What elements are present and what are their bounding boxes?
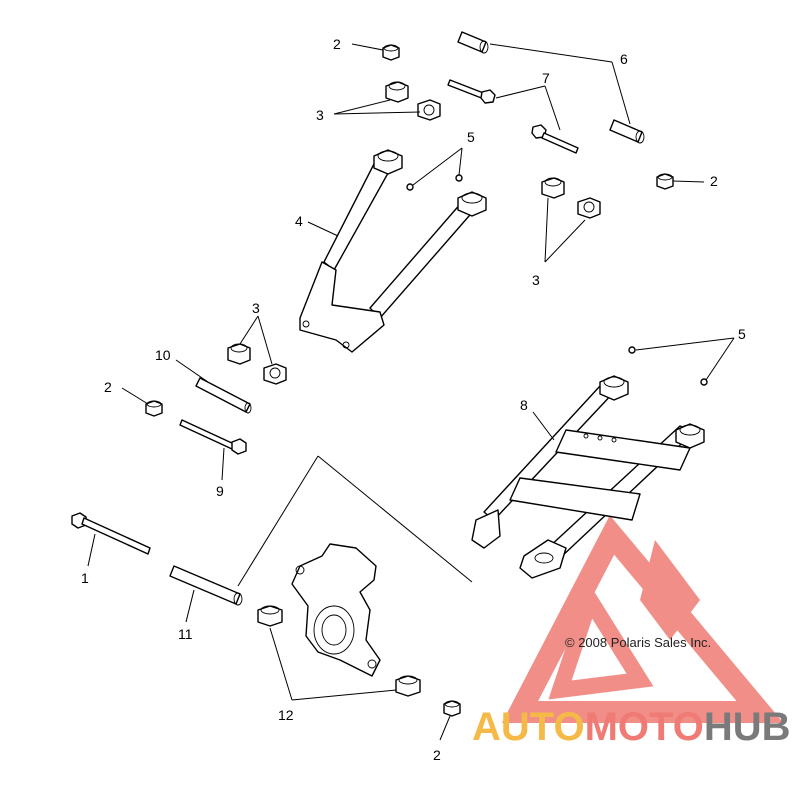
callout-9: 9 <box>216 483 224 499</box>
bolt-7-a <box>447 79 496 104</box>
nut-2-right <box>656 173 674 190</box>
bushing-12-b <box>395 675 421 697</box>
watermark-auto: AUTO <box>472 705 585 749</box>
bolt-7-b <box>531 124 579 154</box>
bolt-9 <box>179 419 247 455</box>
bolt-1 <box>71 512 151 555</box>
bushing-3-right-b <box>577 197 601 219</box>
bushing-3-top-b <box>417 99 441 121</box>
callout-4: 4 <box>295 213 303 229</box>
callout-11: 11 <box>178 626 193 642</box>
nut-2-bottom <box>443 700 461 717</box>
bearing-carrier <box>291 543 381 677</box>
bushing-3-left-b <box>263 363 287 385</box>
watermark-word: AUTOMOTOHUB <box>472 705 791 749</box>
callout-5-top: 5 <box>467 129 475 145</box>
callout-3-top: 3 <box>316 107 324 123</box>
callout-3-left: 3 <box>252 300 260 316</box>
lower-a-arm-8 <box>471 375 705 579</box>
nut-2-left <box>145 400 163 417</box>
watermark-hub: HUB <box>704 705 791 749</box>
fitting-5-top-b <box>455 174 463 182</box>
watermark-logo <box>501 515 784 723</box>
tube-10 <box>195 377 252 414</box>
callout-7: 7 <box>542 70 550 86</box>
callout-2-top: 2 <box>333 36 341 52</box>
watermark-moto: MOTO <box>585 705 704 749</box>
bushing-3-left-a <box>227 343 251 365</box>
callout-2-left: 2 <box>104 379 112 395</box>
copyright-text: © 2008 Polaris Sales Inc. <box>565 635 711 650</box>
tube-11 <box>169 565 243 606</box>
bushing-3-top-a <box>385 81 409 103</box>
callout-12: 12 <box>278 707 294 723</box>
callout-2-right: 2 <box>710 173 718 189</box>
tube-6-b <box>609 119 645 144</box>
fitting-5-right-b <box>700 378 708 386</box>
tube-6-a <box>457 31 489 54</box>
bushing-12-a <box>257 605 283 627</box>
callout-2-bottom: 2 <box>433 747 441 763</box>
bushing-3-right-a <box>541 177 565 199</box>
fitting-5-top-a <box>406 183 414 191</box>
callout-5-right: 5 <box>738 326 746 342</box>
callout-10: 10 <box>155 347 171 363</box>
nut-2-top <box>382 44 400 61</box>
upper-a-arm-4 <box>299 149 487 353</box>
callout-8: 8 <box>520 397 528 413</box>
callout-6: 6 <box>620 51 628 67</box>
fitting-5-right-a <box>628 346 636 354</box>
callout-1: 1 <box>81 570 89 586</box>
callout-3-right: 3 <box>532 272 540 288</box>
